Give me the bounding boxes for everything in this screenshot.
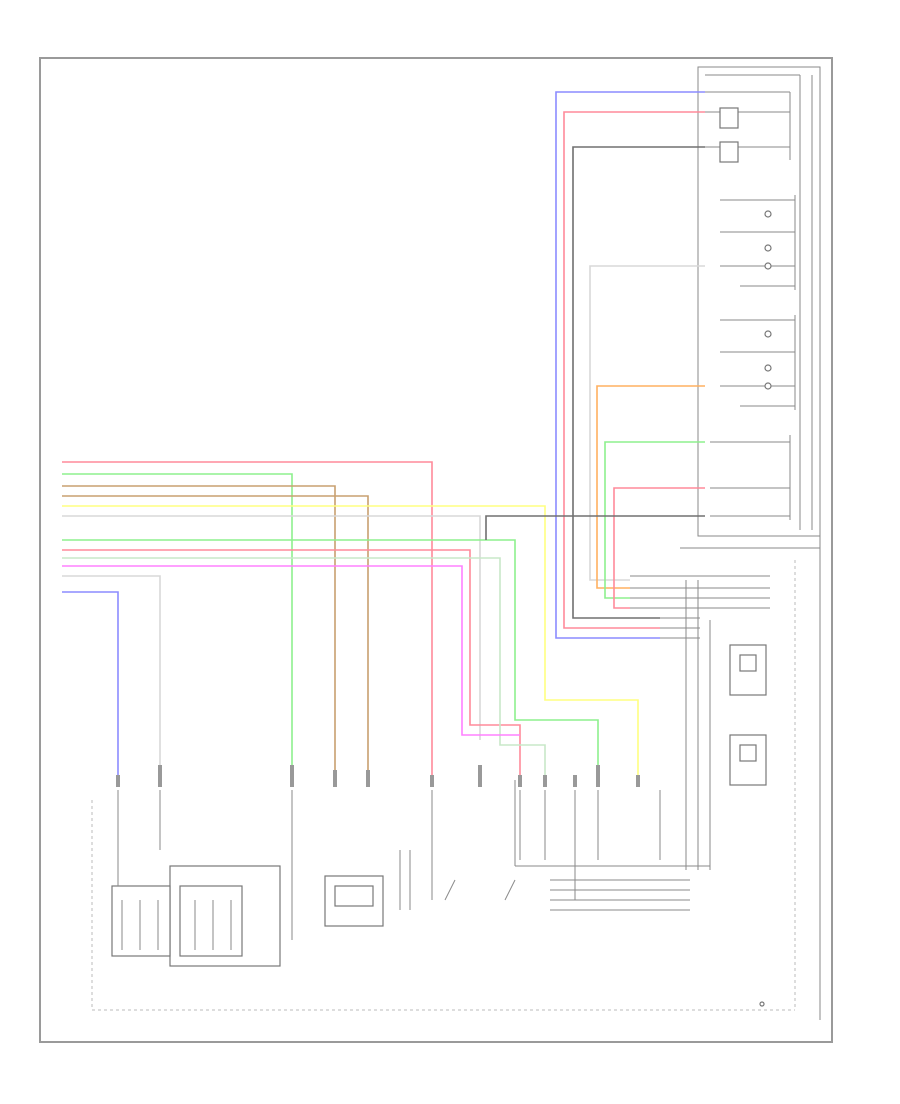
wire-bundle-upper (62, 461, 639, 780)
terminal-rows (514, 780, 710, 911)
ground-icon (759, 1001, 765, 1007)
panel-switch-group-1 (705, 91, 791, 163)
switch-icon (399, 850, 516, 910)
switch-panel-box (697, 66, 821, 537)
lamp-icon (739, 744, 757, 762)
panel-switch-group-3 (720, 315, 796, 410)
wire-bundle-lower (62, 539, 599, 780)
connector-block (630, 575, 770, 870)
diagram-frame (39, 57, 833, 1043)
panel-switch-group-4 (710, 435, 791, 520)
lamp-pins (121, 900, 232, 950)
connector-icon (334, 885, 374, 907)
lamp-icon (739, 654, 757, 672)
wire-bundle-right (485, 91, 705, 639)
panel-switch-group-2 (720, 195, 796, 290)
connector-drops (117, 790, 661, 940)
connector-pins (116, 765, 640, 787)
right-rear-lamp-box (111, 885, 171, 957)
left-rear-lamp-box (179, 885, 243, 957)
